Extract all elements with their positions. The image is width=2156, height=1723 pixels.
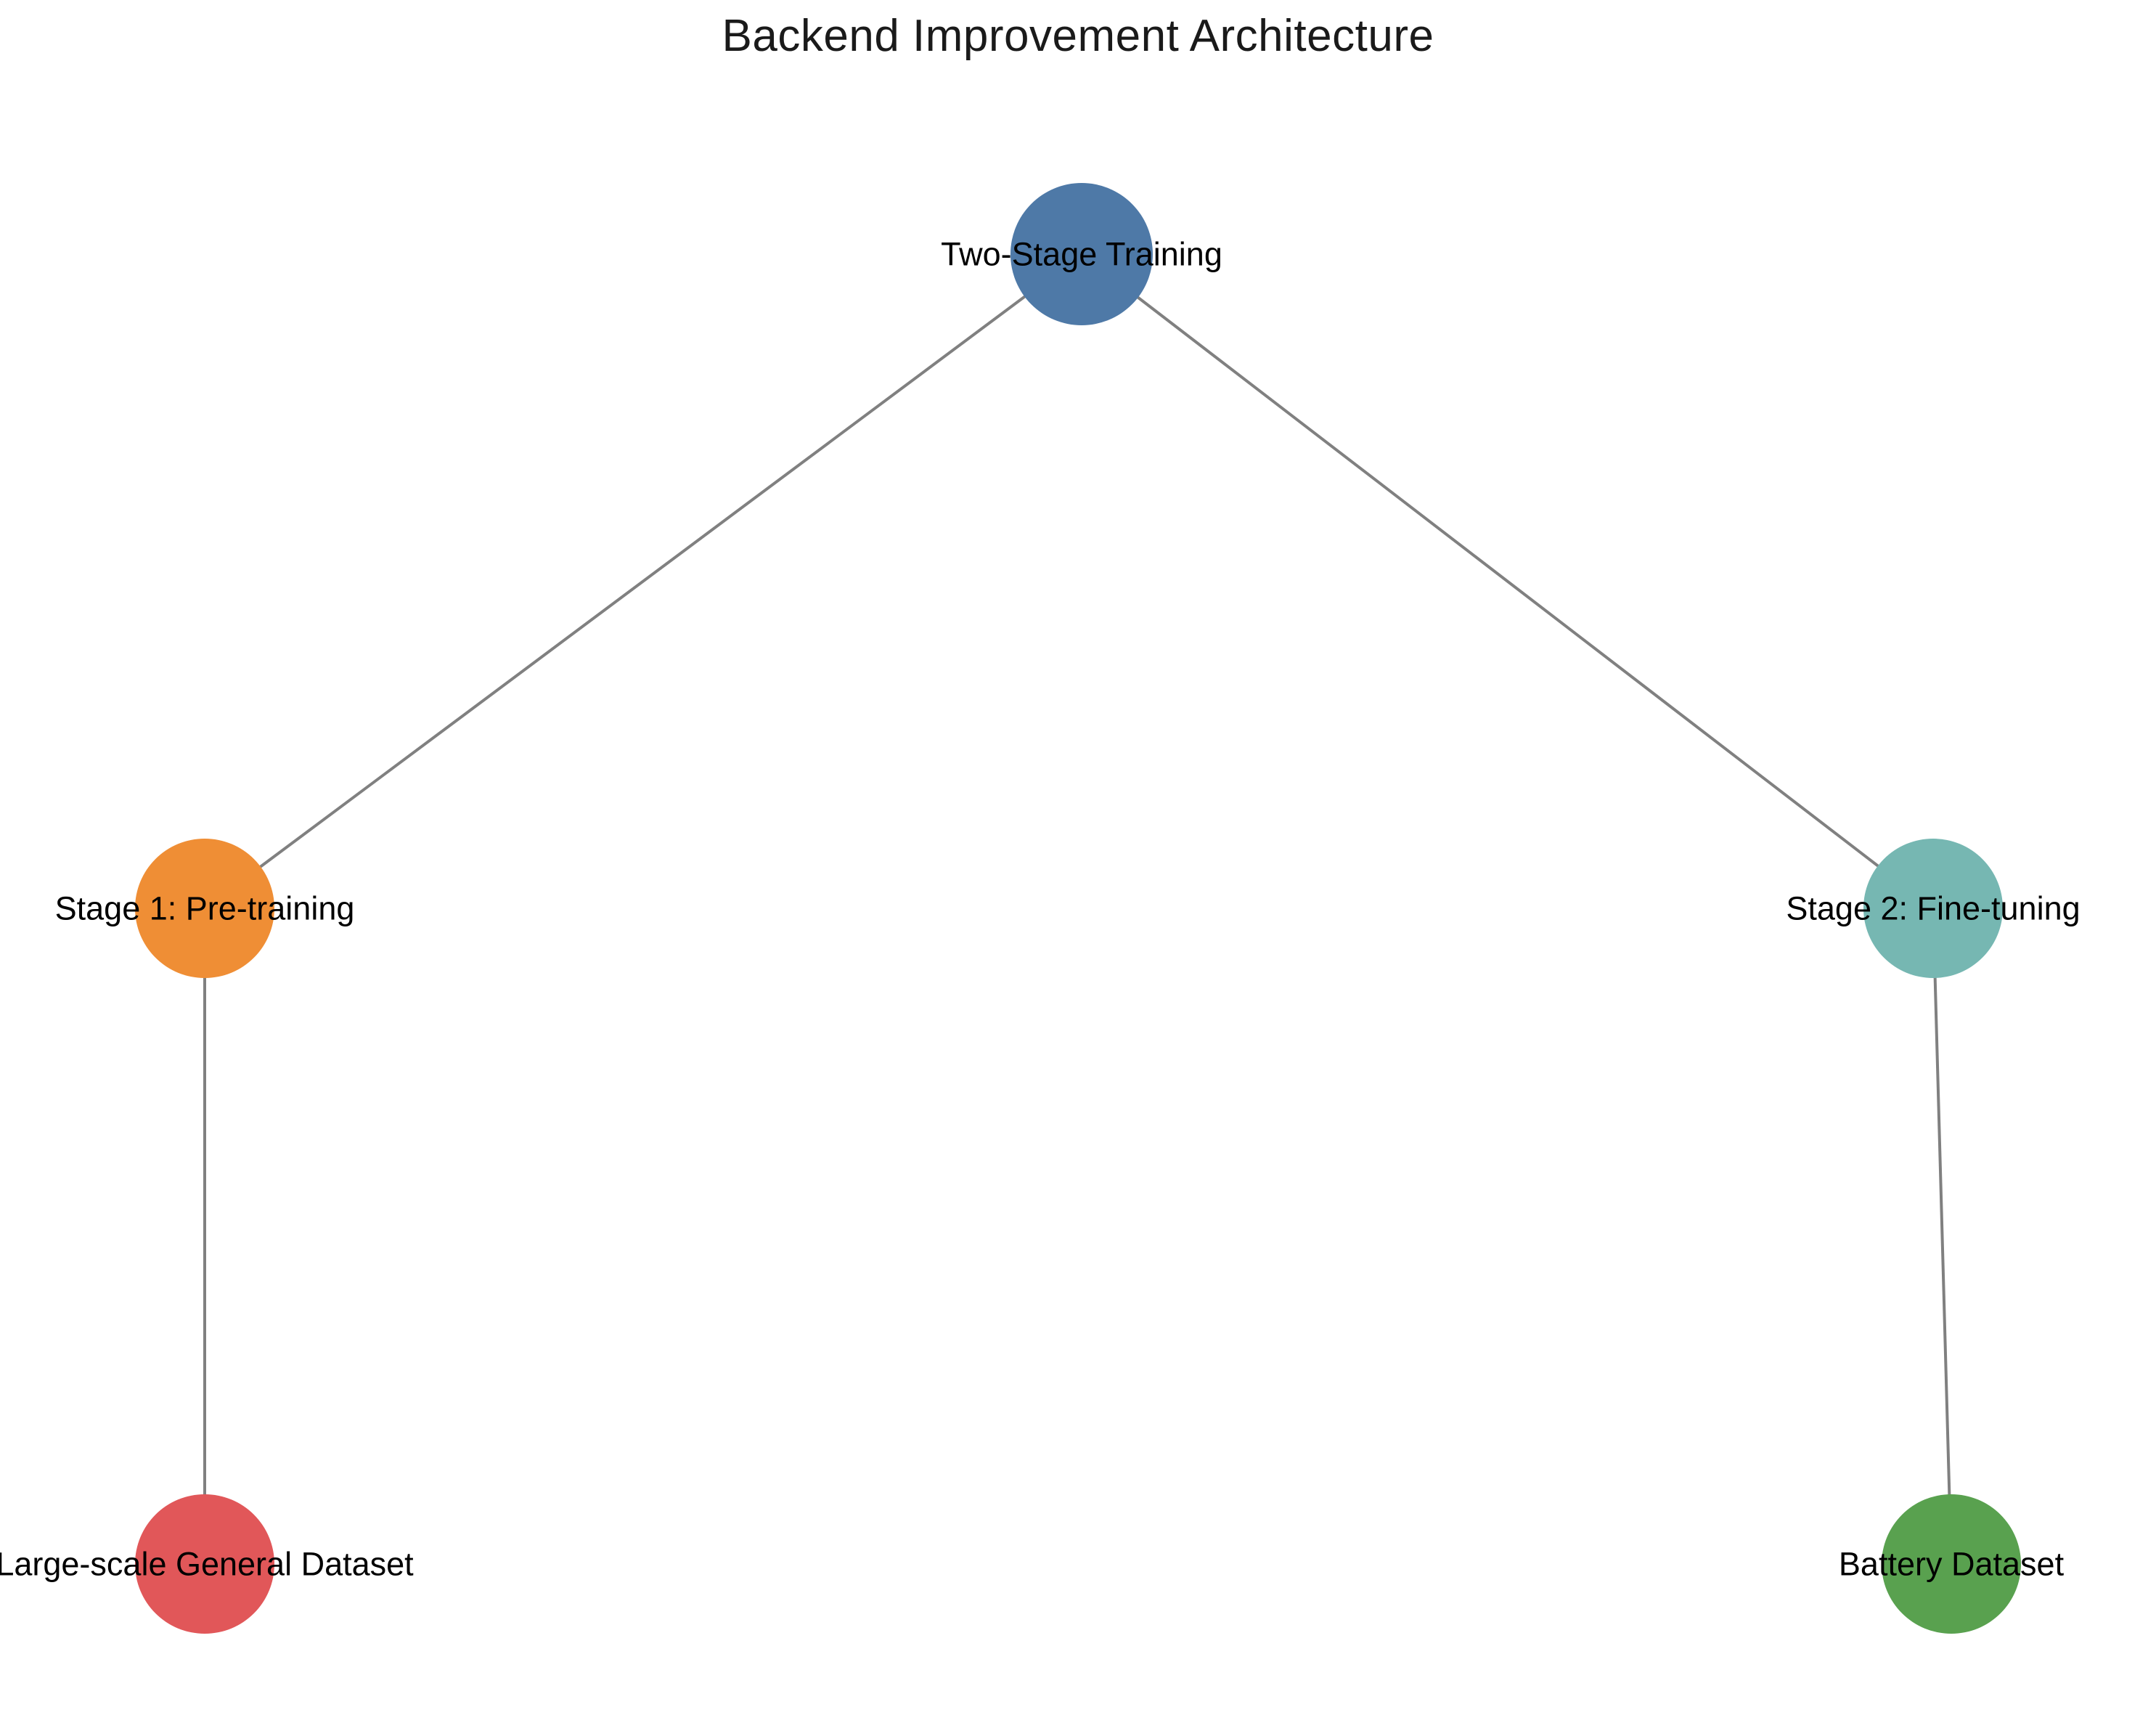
- page-title: Backend Improvement Architecture: [722, 11, 1434, 61]
- graph-node-stage-2-fine-tuning[interactable]: [1863, 839, 2003, 978]
- edges-group: [203, 253, 1953, 1565]
- graph-node-battery-dataset[interactable]: [1882, 1494, 2021, 1634]
- graph-edge: [1932, 908, 1953, 1565]
- graph-node-large-scale-general-dataset[interactable]: [135, 1494, 274, 1634]
- graph-node-two-stage-training[interactable]: [1010, 183, 1153, 325]
- graph-node-stage-1-pre-training[interactable]: [135, 839, 274, 978]
- graph-edge: [203, 253, 1083, 910]
- graph-edge: [1080, 253, 1935, 910]
